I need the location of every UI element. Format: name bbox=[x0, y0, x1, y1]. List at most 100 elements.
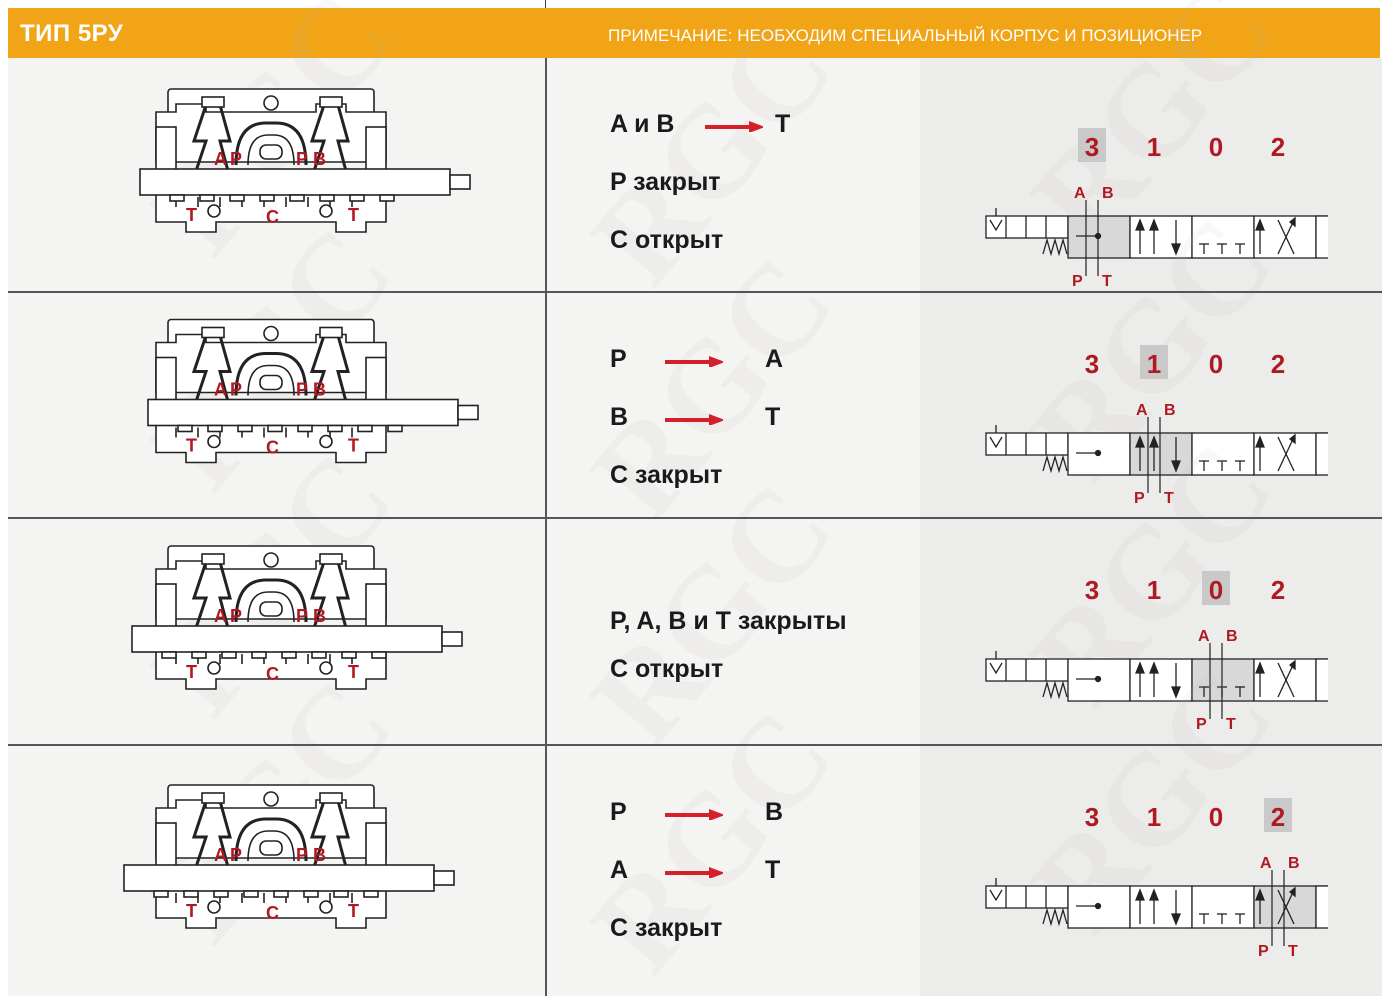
description-left-text: C открыт bbox=[610, 655, 724, 683]
label-C-mech: C bbox=[266, 664, 279, 684]
description-left-text: P bbox=[610, 345, 627, 373]
valve-body-outline bbox=[139, 88, 471, 233]
description-left-text: P закрыт bbox=[610, 168, 721, 196]
symbol-cell bbox=[920, 519, 1382, 745]
label-B-mech: B bbox=[313, 380, 326, 400]
symbol-cell bbox=[920, 293, 1382, 518]
header-bar: ТИП 5РУ ПРИМЕЧАНИЕ: НЕОБХОДИМ СПЕЦИАЛЬНЫ… bbox=[8, 8, 1380, 58]
description-left-text: C открыт bbox=[610, 226, 724, 254]
label-B-mech: B bbox=[313, 606, 326, 626]
label-A-mech: A bbox=[214, 380, 227, 400]
description-left-text: B bbox=[610, 403, 629, 431]
state-description: P B A T C закрыт bbox=[610, 746, 910, 966]
state-description: P A B T C закрыт bbox=[610, 293, 910, 513]
label-A-mech: A bbox=[214, 606, 227, 626]
label-P-mech-left: P bbox=[230, 845, 242, 865]
label-A-mech: A bbox=[214, 149, 227, 169]
description-right-text: T bbox=[765, 403, 781, 431]
position-number-1: 1 bbox=[1147, 349, 1161, 379]
position-number-1: 1 bbox=[1147, 802, 1161, 832]
label-T-mech-right: T bbox=[348, 205, 359, 225]
label-C-mech: C bbox=[266, 903, 279, 923]
position-number-3: 3 bbox=[1085, 802, 1099, 832]
symbol-cell bbox=[920, 746, 1382, 996]
label-T-mech-left: T bbox=[186, 901, 197, 921]
label-P-mech-left: P bbox=[230, 606, 242, 626]
row-separator bbox=[8, 744, 1382, 746]
description-left-text: P, A, B и T закрыты bbox=[610, 607, 847, 635]
label-P-mech-left: P bbox=[230, 380, 242, 400]
header-note: ПРИМЕЧАНИЕ: НЕОБХОДИМ СПЕЦИАЛЬНЫЙ КОРПУС… bbox=[608, 26, 1203, 45]
port-label-P: P bbox=[1072, 273, 1083, 290]
label-P-mech-right: P bbox=[296, 606, 308, 626]
row-separator bbox=[8, 517, 1382, 519]
description-left-text: A и B bbox=[610, 110, 675, 138]
description-right-text: T bbox=[765, 856, 781, 884]
description-right-text: A bbox=[765, 345, 784, 373]
position-number-3: 3 bbox=[1085, 132, 1099, 162]
label-P-mech-right: P bbox=[296, 380, 308, 400]
label-T-mech-right: T bbox=[348, 901, 359, 921]
hydraulic-symbol bbox=[985, 651, 1328, 702]
state-description: A и B T P закрыт C открыт bbox=[610, 58, 910, 278]
label-P-mech-right: P bbox=[296, 149, 308, 169]
position-number-2: 2 bbox=[1271, 132, 1285, 162]
position-number-2: 2 bbox=[1271, 802, 1285, 832]
position-number-3: 3 bbox=[1085, 349, 1099, 379]
description-left-text: C закрыт bbox=[610, 461, 723, 489]
port-label-T: T bbox=[1164, 490, 1174, 507]
port-label-A: A bbox=[1198, 628, 1210, 645]
position-number-0: 0 bbox=[1209, 132, 1223, 162]
column-divider bbox=[545, 58, 547, 996]
position-number-1: 1 bbox=[1147, 132, 1161, 162]
valve-body-outline bbox=[147, 318, 479, 464]
description-left-text: A bbox=[610, 856, 629, 884]
description-right-text: B bbox=[765, 798, 784, 826]
row-separator bbox=[8, 291, 1382, 293]
state-description: P, A, B и T закрыты C открыт bbox=[610, 519, 910, 739]
port-label-B: B bbox=[1288, 855, 1300, 872]
position-number-0: 0 bbox=[1209, 575, 1223, 605]
port-label-P: P bbox=[1196, 716, 1207, 733]
flow-arrow-icon bbox=[665, 356, 723, 367]
description-left-text: C закрыт bbox=[610, 914, 723, 942]
position-number-2: 2 bbox=[1271, 349, 1285, 379]
flow-arrow-icon bbox=[665, 809, 723, 820]
position-number-3: 3 bbox=[1085, 575, 1099, 605]
valve-body-outline bbox=[131, 545, 463, 690]
port-label-P: P bbox=[1258, 943, 1269, 960]
description-right-text: T bbox=[775, 110, 791, 138]
label-T-mech-left: T bbox=[186, 205, 197, 225]
label-T-mech-right: T bbox=[348, 662, 359, 682]
position-number-0: 0 bbox=[1209, 802, 1223, 832]
position-number-2: 2 bbox=[1271, 575, 1285, 605]
description-left-text: P bbox=[610, 798, 627, 826]
valve-body-outline bbox=[123, 784, 455, 929]
flow-arrow-icon bbox=[665, 867, 723, 878]
label-B-mech: B bbox=[313, 845, 326, 865]
label-T-mech-left: T bbox=[186, 662, 197, 682]
port-label-T: T bbox=[1288, 943, 1298, 960]
port-label-A: A bbox=[1260, 855, 1272, 872]
hydraulic-symbol bbox=[985, 878, 1328, 929]
port-label-B: B bbox=[1164, 402, 1176, 419]
label-C-mech: C bbox=[266, 207, 279, 227]
flow-arrow-icon bbox=[665, 414, 723, 425]
label-B-mech: B bbox=[313, 149, 326, 169]
header-title: ТИП 5РУ bbox=[20, 20, 124, 47]
flow-arrow-icon bbox=[705, 121, 763, 132]
position-number-1: 1 bbox=[1147, 575, 1161, 605]
hydraulic-symbol bbox=[985, 425, 1328, 476]
label-T-mech-right: T bbox=[348, 436, 359, 456]
port-label-P: P bbox=[1134, 490, 1145, 507]
